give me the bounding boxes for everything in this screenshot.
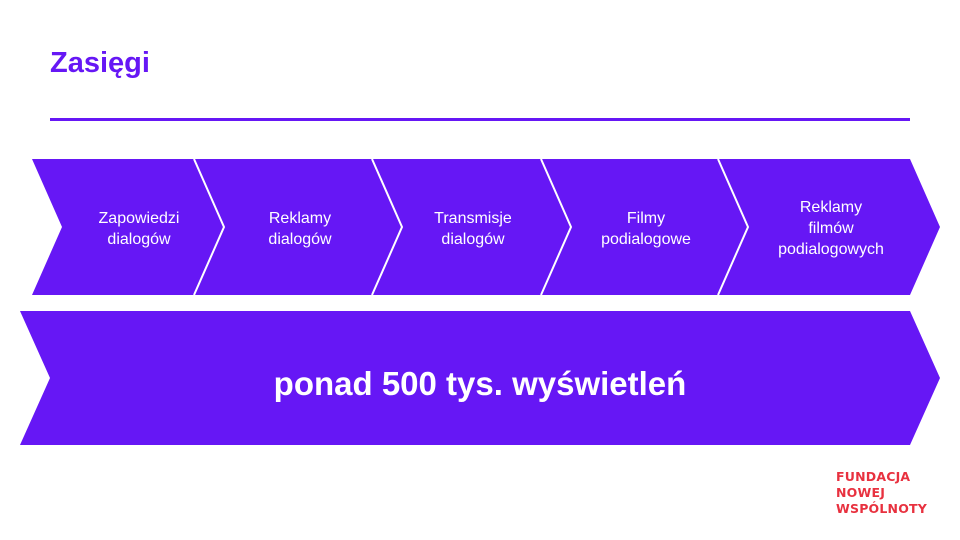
step-label-broadcasts: Transmisje dialogów [434, 210, 512, 248]
logo-line: WSPÓLNOTY [836, 501, 928, 516]
step-label-post-dialogue-films: Filmy podialogowe [601, 210, 691, 248]
step-label-film-ads: Reklamy filmów podialogowych [778, 199, 884, 258]
reach-banner-text: ponad 500 tys. wyświetleń [273, 365, 687, 402]
result-banner-arrow [20, 311, 940, 445]
logo-line: NOWEJ [836, 485, 886, 500]
step-label-announcements: Zapowiedzi dialogów [98, 210, 180, 248]
foundation-logo: FUNDACJA NOWEJ WSPÓLNOTY [836, 469, 927, 517]
step-separator [193, 158, 226, 296]
step-separator [540, 158, 573, 296]
logo-line: FUNDACJA [836, 469, 911, 484]
step-separator [371, 158, 404, 296]
process-arrow-body [32, 159, 940, 295]
step-separator [717, 158, 750, 296]
title-divider-line [50, 118, 910, 121]
slide-title: Zasięgi [50, 47, 150, 79]
step-label-dialogue-ads: Reklamy dialogów [268, 210, 332, 248]
